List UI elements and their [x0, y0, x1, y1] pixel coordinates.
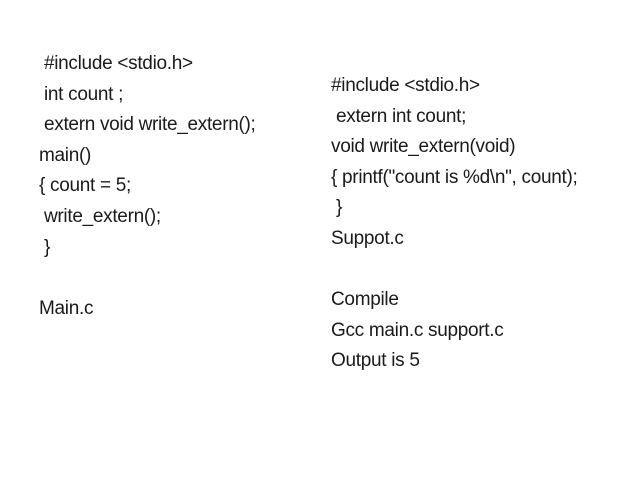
output-result: Output is 5 [331, 350, 420, 372]
code-line: #include <stdio.h> [331, 75, 480, 96]
code-line: } [331, 197, 343, 219]
blank-line [39, 263, 256, 294]
code-line: void write_extern(void) [331, 136, 516, 158]
code-line: } [39, 236, 51, 258]
code-line: { count = 5; [39, 175, 132, 197]
support-c-code-block: #include <stdio.h> extern int count; voi… [331, 71, 578, 377]
main-c-code-block: #include <stdio.h> int count ; extern vo… [39, 49, 256, 324]
code-line: int count ; [39, 83, 124, 105]
filename-label: Suppot.c [331, 227, 404, 249]
blank-line [331, 255, 578, 286]
code-line: { printf("count is %d\n", count); [331, 166, 578, 188]
code-line: extern int count; [331, 105, 467, 127]
compile-heading: Compile [331, 289, 399, 311]
compile-command: Gcc main.c support.c [331, 319, 504, 341]
code-line: #include <stdio.h> [39, 53, 193, 74]
filename-label: Main.c [39, 297, 94, 319]
code-line: extern void write_extern(); [39, 114, 256, 136]
code-line: write_extern(); [39, 205, 161, 227]
code-line: main() [39, 144, 92, 166]
